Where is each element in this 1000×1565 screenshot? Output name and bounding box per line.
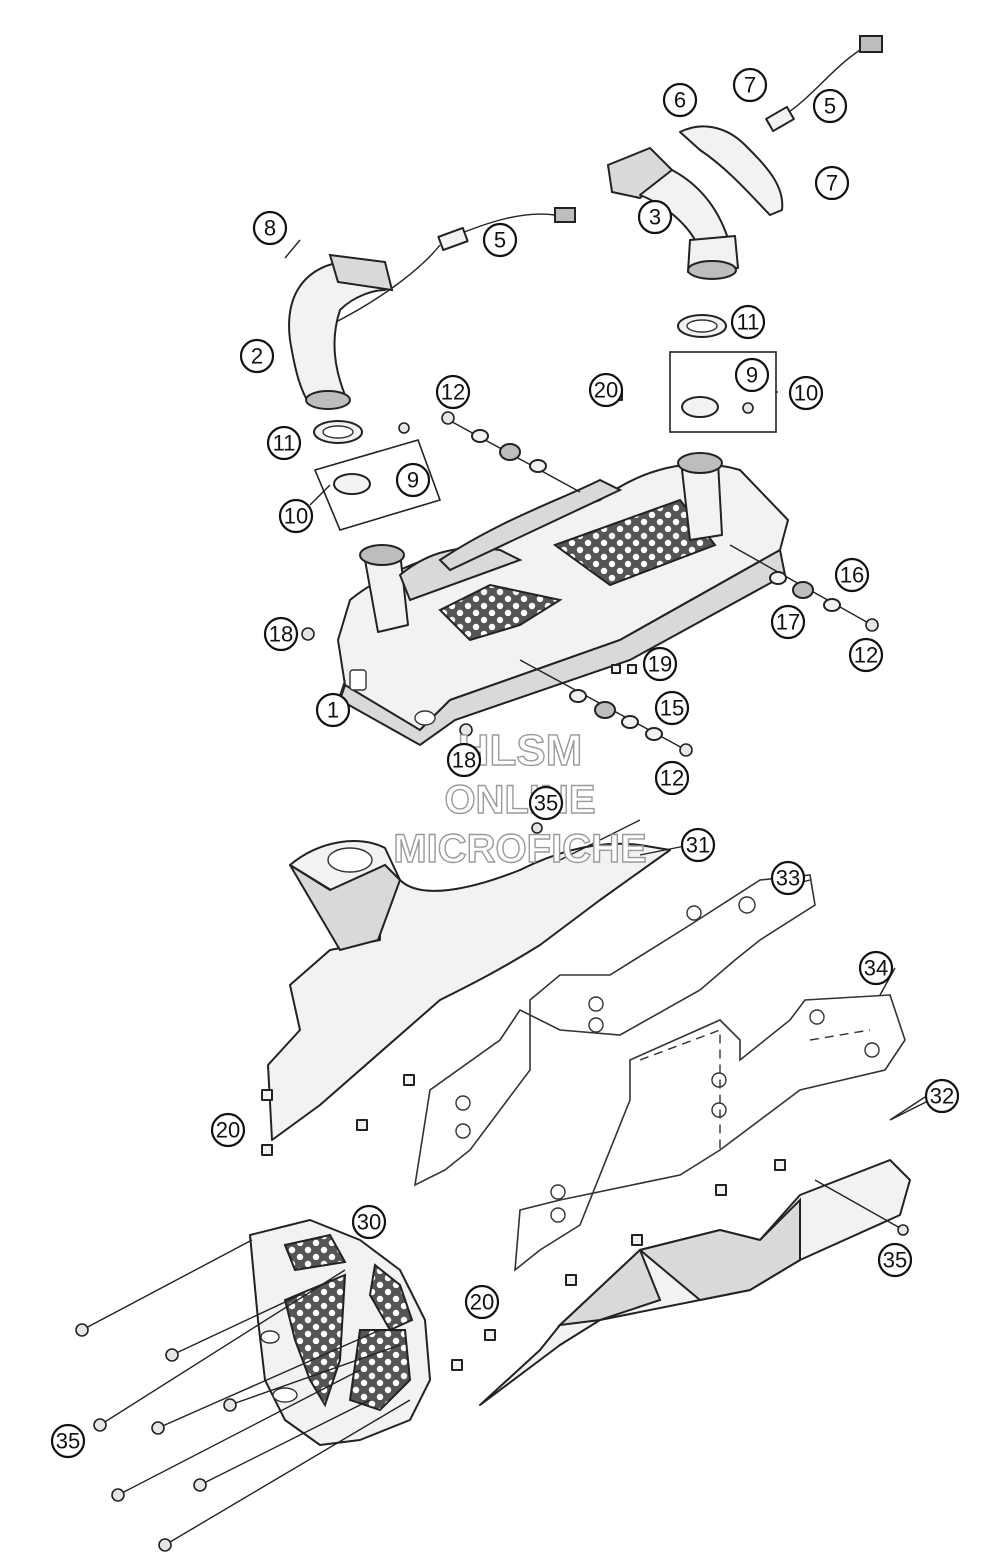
svg-text:12: 12	[441, 380, 465, 405]
svg-text:12: 12	[660, 766, 684, 791]
svg-text:5: 5	[824, 94, 836, 119]
svg-text:10: 10	[794, 381, 818, 406]
callout-10b: 10	[278, 498, 314, 534]
heat-shield-small	[679, 125, 784, 216]
clamp-kit-left-box	[313, 422, 442, 531]
oxygen-sensor-top	[765, 35, 883, 133]
svg-text:11: 11	[273, 431, 296, 456]
mount-hardware-lower	[519, 659, 693, 757]
svg-text:30: 30	[357, 1210, 381, 1235]
callout-5b: 5	[812, 88, 848, 124]
svg-text:7: 7	[826, 171, 838, 196]
svg-text:35: 35	[56, 1429, 80, 1454]
svg-text:5: 5	[494, 228, 506, 253]
svg-text:16: 16	[840, 563, 864, 588]
front-cover-screws	[75, 1239, 411, 1552]
svg-text:10: 10	[284, 504, 308, 529]
watermark-line3: MICROFICHE	[393, 827, 646, 871]
callout-3: 3	[637, 199, 673, 235]
callout-6: 6	[662, 82, 698, 118]
svg-text:9: 9	[407, 468, 419, 493]
svg-text:17: 17	[776, 610, 800, 635]
svg-text:1: 1	[327, 698, 339, 723]
callout-35a: 35	[528, 785, 564, 821]
svg-text:9: 9	[746, 363, 758, 388]
svg-text:20: 20	[470, 1290, 494, 1315]
callout-8: 8	[252, 210, 288, 246]
callout-7b: 7	[814, 165, 850, 201]
svg-text:18: 18	[452, 748, 476, 773]
callout-11b: 11	[266, 425, 302, 461]
clamp-kit-right-box	[669, 351, 777, 433]
watermark-line2: ONLINE	[444, 778, 595, 822]
gasket-right	[677, 314, 727, 338]
svg-text:12: 12	[854, 643, 878, 668]
callout-31: 31	[680, 827, 716, 863]
svg-text:35: 35	[883, 1248, 907, 1273]
callout-32: 32	[924, 1078, 960, 1114]
svg-text:15: 15	[660, 696, 684, 721]
callout-20b: 20	[210, 1112, 246, 1148]
svg-text:35: 35	[534, 791, 558, 816]
callout-35b: 35	[877, 1242, 913, 1278]
callout-30: 30	[351, 1204, 387, 1240]
svg-text:6: 6	[674, 88, 686, 113]
callout-34: 34	[858, 950, 894, 986]
front-mesh-cover	[249, 1219, 431, 1446]
callout-19: 19	[642, 646, 678, 682]
heat-shield-sheet-34	[514, 994, 906, 1272]
muffler-body	[337, 452, 789, 747]
callout-5c: 5	[482, 222, 518, 258]
callout-1: 1	[315, 692, 351, 728]
callout-9b: 9	[395, 462, 431, 498]
header-pipe-front	[288, 253, 394, 410]
svg-text:8: 8	[264, 216, 276, 241]
callout-33: 33	[770, 860, 806, 896]
callout-12c: 12	[654, 760, 690, 796]
gasket-left	[313, 420, 363, 444]
svg-text:18: 18	[269, 622, 293, 647]
svg-text:33: 33	[776, 866, 800, 891]
svg-text:3: 3	[649, 205, 661, 230]
svg-text:20: 20	[594, 378, 618, 403]
muffler-cover-lower	[479, 1099, 931, 1406]
callout-15: 15	[654, 690, 690, 726]
mount-hardware-upper	[441, 411, 581, 493]
speed-nuts	[261, 1074, 786, 1371]
watermark: HLSM ONLINE MICROFICHE	[393, 725, 648, 871]
callout-2: 2	[239, 338, 275, 374]
header-pipe-rear	[606, 146, 739, 280]
callout-12a: 12	[435, 374, 471, 410]
heat-shield-sheet-33	[413, 874, 816, 1187]
mount-hardware-right	[729, 544, 879, 632]
callouts: 1 2 3 5 5 5 6 7 7 8 9 9 10 10 11 11 12 1…	[50, 67, 960, 1459]
muffler-cover-large	[267, 819, 671, 1141]
callout-11a: 11	[730, 304, 766, 340]
callout-10a: 10	[788, 375, 824, 411]
callout-17: 17	[770, 604, 806, 640]
callout-12b: 12	[848, 637, 884, 673]
callout-20a: 20	[588, 372, 624, 408]
svg-text:7: 7	[744, 73, 756, 98]
callout-9a: 9	[734, 357, 770, 393]
callout-35c: 35	[50, 1423, 86, 1459]
svg-text:34: 34	[864, 956, 888, 981]
callout-18b: 18	[446, 742, 482, 778]
callout-18a: 18	[263, 616, 299, 652]
svg-text:32: 32	[930, 1084, 954, 1109]
svg-text:20: 20	[216, 1118, 240, 1143]
oxygen-sensor-left	[329, 207, 576, 326]
callout-16: 16	[834, 557, 870, 593]
svg-text:11: 11	[737, 310, 760, 335]
svg-text:31: 31	[686, 833, 710, 858]
svg-text:2: 2	[251, 344, 263, 369]
callout-20c: 20	[464, 1284, 500, 1320]
callout-7a: 7	[732, 67, 768, 103]
svg-text:19: 19	[648, 652, 672, 677]
